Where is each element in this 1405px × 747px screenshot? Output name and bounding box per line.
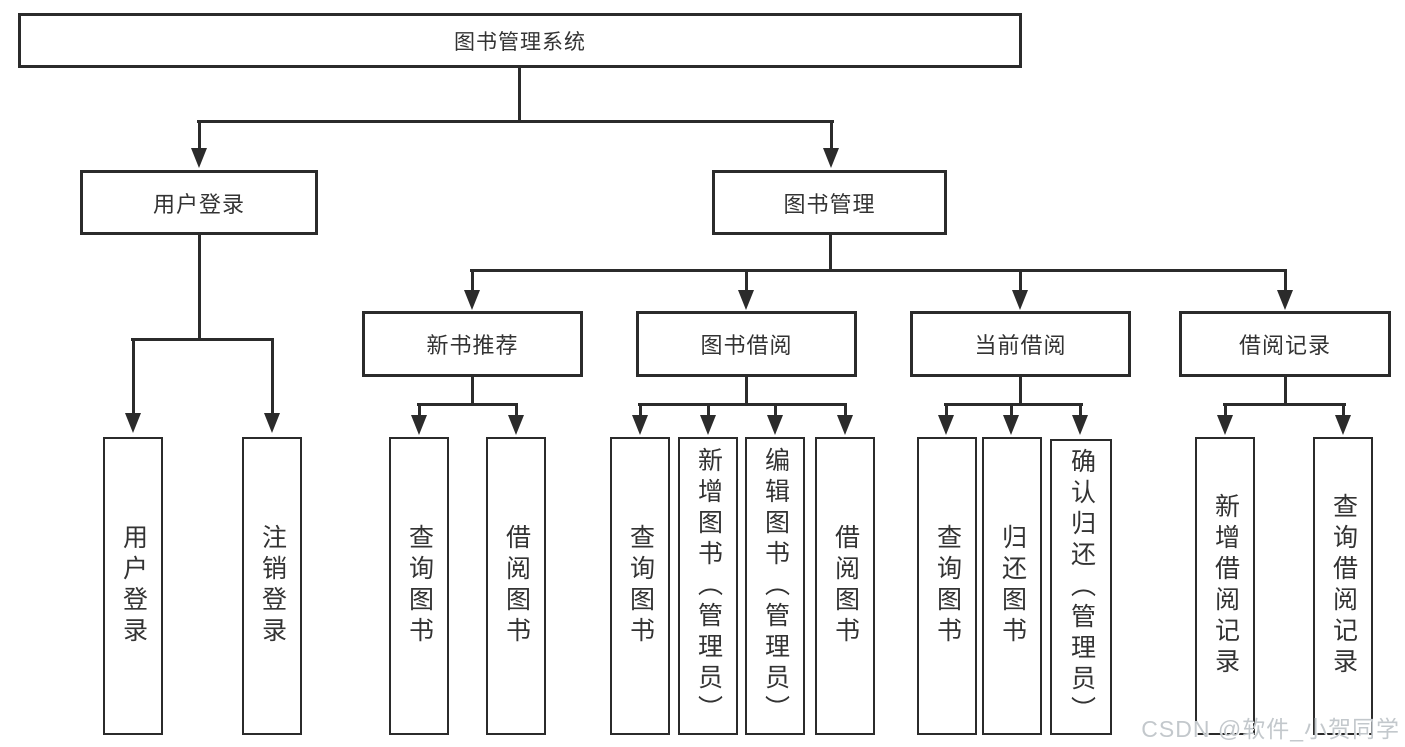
connector-to-user-login bbox=[198, 120, 201, 150]
leaf-return-books: 归还图书 bbox=[982, 437, 1042, 735]
connector-g5-down bbox=[1284, 377, 1287, 405]
leaf-query-borrow-record: 查询借阅记录 bbox=[1313, 437, 1373, 735]
connector-to-book-borrow bbox=[745, 269, 748, 292]
node-current-borrowing: 当前借阅 bbox=[910, 311, 1131, 377]
connector-g3-split bbox=[638, 403, 847, 406]
node-book-borrowing: 图书借阅 bbox=[636, 311, 857, 377]
connector-g3-1 bbox=[639, 403, 642, 417]
connector-g3-2 bbox=[707, 403, 710, 417]
connector-g5-right bbox=[1342, 403, 1345, 417]
leaf-user-login-label: 用户登录 bbox=[119, 524, 148, 648]
arrowhead-login-leaf bbox=[125, 413, 141, 433]
leaf-confirm-return-admin: 确认归还（管理员） bbox=[1050, 439, 1112, 735]
leaf-borrow-books-1: 借阅图书 bbox=[486, 437, 546, 735]
node-library-management-system: 图书管理系统 bbox=[18, 13, 1022, 68]
arrowhead-logout-leaf bbox=[264, 413, 280, 433]
connector-user-login-split bbox=[131, 338, 274, 341]
arrowhead-g2-left bbox=[411, 415, 427, 435]
arrowhead-g4-3 bbox=[1072, 415, 1088, 435]
arrowhead-user-login bbox=[191, 148, 207, 168]
leaf-query-books-3: 查询图书 bbox=[917, 437, 977, 735]
leaf-query-borrow-record-label: 查询借阅记录 bbox=[1329, 493, 1358, 679]
connector-to-logout-leaf bbox=[271, 338, 274, 414]
connector-g2-down bbox=[471, 377, 474, 405]
leaf-edit-books-admin-label: 编辑图书（管理员） bbox=[761, 446, 790, 726]
arrowhead-borrow-record bbox=[1277, 290, 1293, 310]
leaf-query-books-3-label: 查询图书 bbox=[933, 524, 962, 648]
connector-to-book-management bbox=[830, 120, 833, 150]
connector-to-current-borrow bbox=[1019, 269, 1022, 292]
leaf-add-books-admin: 新增图书（管理员） bbox=[678, 437, 738, 735]
connector-g4-down bbox=[1019, 377, 1022, 405]
arrowhead-book-borrow bbox=[738, 290, 754, 310]
leaf-borrow-books-2: 借阅图书 bbox=[815, 437, 875, 735]
node-user-login: 用户登录 bbox=[80, 170, 318, 235]
node-new-book-recommend: 新书推荐 bbox=[362, 311, 583, 377]
arrowhead-g2-right bbox=[508, 415, 524, 435]
leaf-add-borrow-record-label: 新增借阅记录 bbox=[1211, 493, 1240, 679]
leaf-add-books-admin-label: 新增图书（管理员） bbox=[694, 446, 723, 726]
arrowhead-g4-1 bbox=[938, 415, 954, 435]
leaf-logout-label: 注销登录 bbox=[258, 524, 287, 648]
leaf-query-books-1: 查询图书 bbox=[389, 437, 449, 735]
arrowhead-g3-1 bbox=[632, 415, 648, 435]
csdn-watermark: CSDN @软件_小贺同学 bbox=[1141, 716, 1400, 742]
connector-root-vertical bbox=[518, 68, 521, 120]
leaf-borrow-books-2-label: 借阅图书 bbox=[831, 524, 860, 648]
leaf-logout: 注销登录 bbox=[242, 437, 302, 735]
connector-g3-4 bbox=[844, 403, 847, 417]
arrowhead-g3-4 bbox=[837, 415, 853, 435]
leaf-user-login: 用户登录 bbox=[103, 437, 163, 735]
connector-g4-1 bbox=[945, 403, 948, 417]
connector-book-management-down bbox=[829, 235, 832, 271]
connector-g4-2 bbox=[1010, 403, 1013, 417]
connector-g5-split bbox=[1223, 403, 1346, 406]
connector-g3-down bbox=[745, 377, 748, 405]
arrowhead-new-book bbox=[464, 290, 480, 310]
leaf-confirm-return-admin-label: 确认归还（管理员） bbox=[1067, 447, 1096, 727]
connector-g2-left bbox=[418, 403, 421, 417]
leaf-add-borrow-record: 新增借阅记录 bbox=[1195, 437, 1255, 735]
leaf-borrow-books-1-label: 借阅图书 bbox=[502, 524, 531, 648]
leaf-query-books-2: 查询图书 bbox=[610, 437, 670, 735]
connector-g4-split bbox=[944, 403, 1083, 406]
connector-to-new-book bbox=[471, 269, 474, 292]
leaf-edit-books-admin: 编辑图书（管理员） bbox=[745, 437, 805, 735]
arrowhead-book-management bbox=[823, 148, 839, 168]
connector-to-login-leaf bbox=[132, 338, 135, 414]
leaf-query-books-1-label: 查询图书 bbox=[405, 524, 434, 648]
arrowhead-g5-right bbox=[1335, 415, 1351, 435]
leaf-return-books-label: 归还图书 bbox=[998, 524, 1027, 648]
connector-root-horizontal bbox=[197, 120, 834, 123]
connector-g5-left bbox=[1224, 403, 1227, 417]
arrowhead-g3-2 bbox=[700, 415, 716, 435]
node-borrowing-records: 借阅记录 bbox=[1179, 311, 1391, 377]
arrowhead-g4-2 bbox=[1003, 415, 1019, 435]
arrowhead-current-borrow bbox=[1012, 290, 1028, 310]
connector-user-login-down bbox=[198, 235, 201, 341]
connector-g4-3 bbox=[1079, 403, 1082, 417]
connector-to-borrow-record bbox=[1284, 269, 1287, 292]
connector-level3-horizontal bbox=[470, 269, 1287, 272]
connector-g2-split bbox=[417, 403, 518, 406]
leaf-query-books-2-label: 查询图书 bbox=[626, 524, 655, 648]
arrowhead-g5-left bbox=[1217, 415, 1233, 435]
connector-g2-right bbox=[515, 403, 518, 417]
connector-g3-3 bbox=[774, 403, 777, 417]
node-book-management: 图书管理 bbox=[712, 170, 947, 235]
arrowhead-g3-3 bbox=[767, 415, 783, 435]
